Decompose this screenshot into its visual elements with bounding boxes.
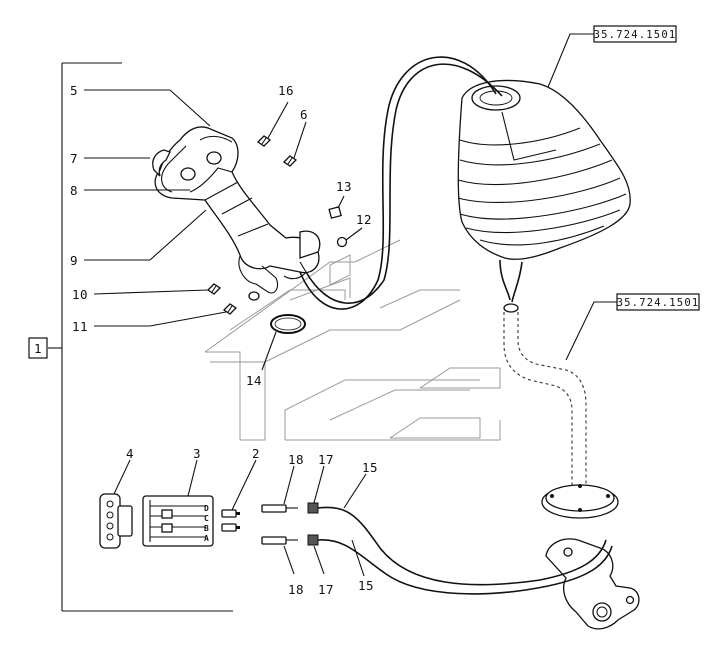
callout-10: 10 <box>72 287 88 302</box>
callout-17-bottom: 17 <box>318 582 334 597</box>
callout-12: 12 <box>356 212 372 227</box>
rubber-boot <box>457 79 631 260</box>
callout-6: 6 <box>300 107 308 122</box>
nut-13 <box>328 206 342 219</box>
reference-label-top: 35.724.1501 <box>594 29 677 41</box>
harness-15 <box>317 506 613 595</box>
callout-15-bottom: 15 <box>358 578 374 593</box>
screw-6 <box>282 155 298 167</box>
callout-11: 11 <box>72 319 88 334</box>
mount-plate <box>541 484 619 519</box>
callout-5: 5 <box>70 83 78 98</box>
callout-17-top: 17 <box>318 452 334 467</box>
lever-column <box>503 312 587 500</box>
pin-label-b: B <box>204 524 209 533</box>
ghost-console-outline <box>204 239 501 441</box>
callout-14: 14 <box>246 373 262 388</box>
callout-2: 2 <box>252 446 260 461</box>
harness-grommet <box>503 303 519 313</box>
handle-hole-upper <box>206 151 222 165</box>
handle-base-hole <box>248 291 260 301</box>
callout-3: 3 <box>193 446 201 461</box>
joystick-handle <box>152 126 321 301</box>
seals-17 <box>307 502 319 546</box>
callout-15-top: 15 <box>362 460 378 475</box>
callout-13: 13 <box>336 179 352 194</box>
terminals-2 <box>221 509 240 532</box>
callout-8: 8 <box>70 183 78 198</box>
boot-top-opening <box>471 85 521 111</box>
lever-linkage <box>545 538 640 630</box>
reference-box-middle: 35.724.1501 <box>565 293 700 361</box>
pin-label-d: D <box>204 504 209 513</box>
connector-plug-4 <box>99 493 133 549</box>
snap-ring-14 <box>270 314 306 334</box>
screw-10 <box>206 283 222 295</box>
connector-housing-3: D C B A <box>142 495 214 547</box>
callout-4: 4 <box>126 446 134 461</box>
terminals-18 <box>261 504 298 545</box>
reference-label-middle: 35.724.1501 <box>617 297 700 309</box>
pin-label-a: A <box>204 534 209 543</box>
screw-11 <box>222 303 238 315</box>
handle-hole-lower <box>180 167 196 181</box>
pin-label-c: C <box>204 514 209 523</box>
callout-1-box <box>28 337 48 359</box>
assembly-bracket: 1 <box>28 62 233 612</box>
boot-harness <box>499 259 523 313</box>
callout-labels: 5 7 8 9 10 11 16 6 13 12 14 4 3 2 18 17 … <box>70 83 378 597</box>
reference-box-top: 35.724.1501 <box>545 25 677 93</box>
screw-16 <box>256 135 272 147</box>
washer-12 <box>336 236 348 248</box>
callout-18-top: 18 <box>288 452 304 467</box>
callout-16: 16 <box>278 83 294 98</box>
callout-1: 1 <box>34 341 42 356</box>
callout-9: 9 <box>70 253 78 268</box>
linkage-bore <box>592 602 612 622</box>
leader-lines <box>84 89 367 577</box>
callout-18-bottom: 18 <box>288 582 304 597</box>
handle-cable <box>299 56 503 310</box>
callout-7: 7 <box>70 151 78 166</box>
